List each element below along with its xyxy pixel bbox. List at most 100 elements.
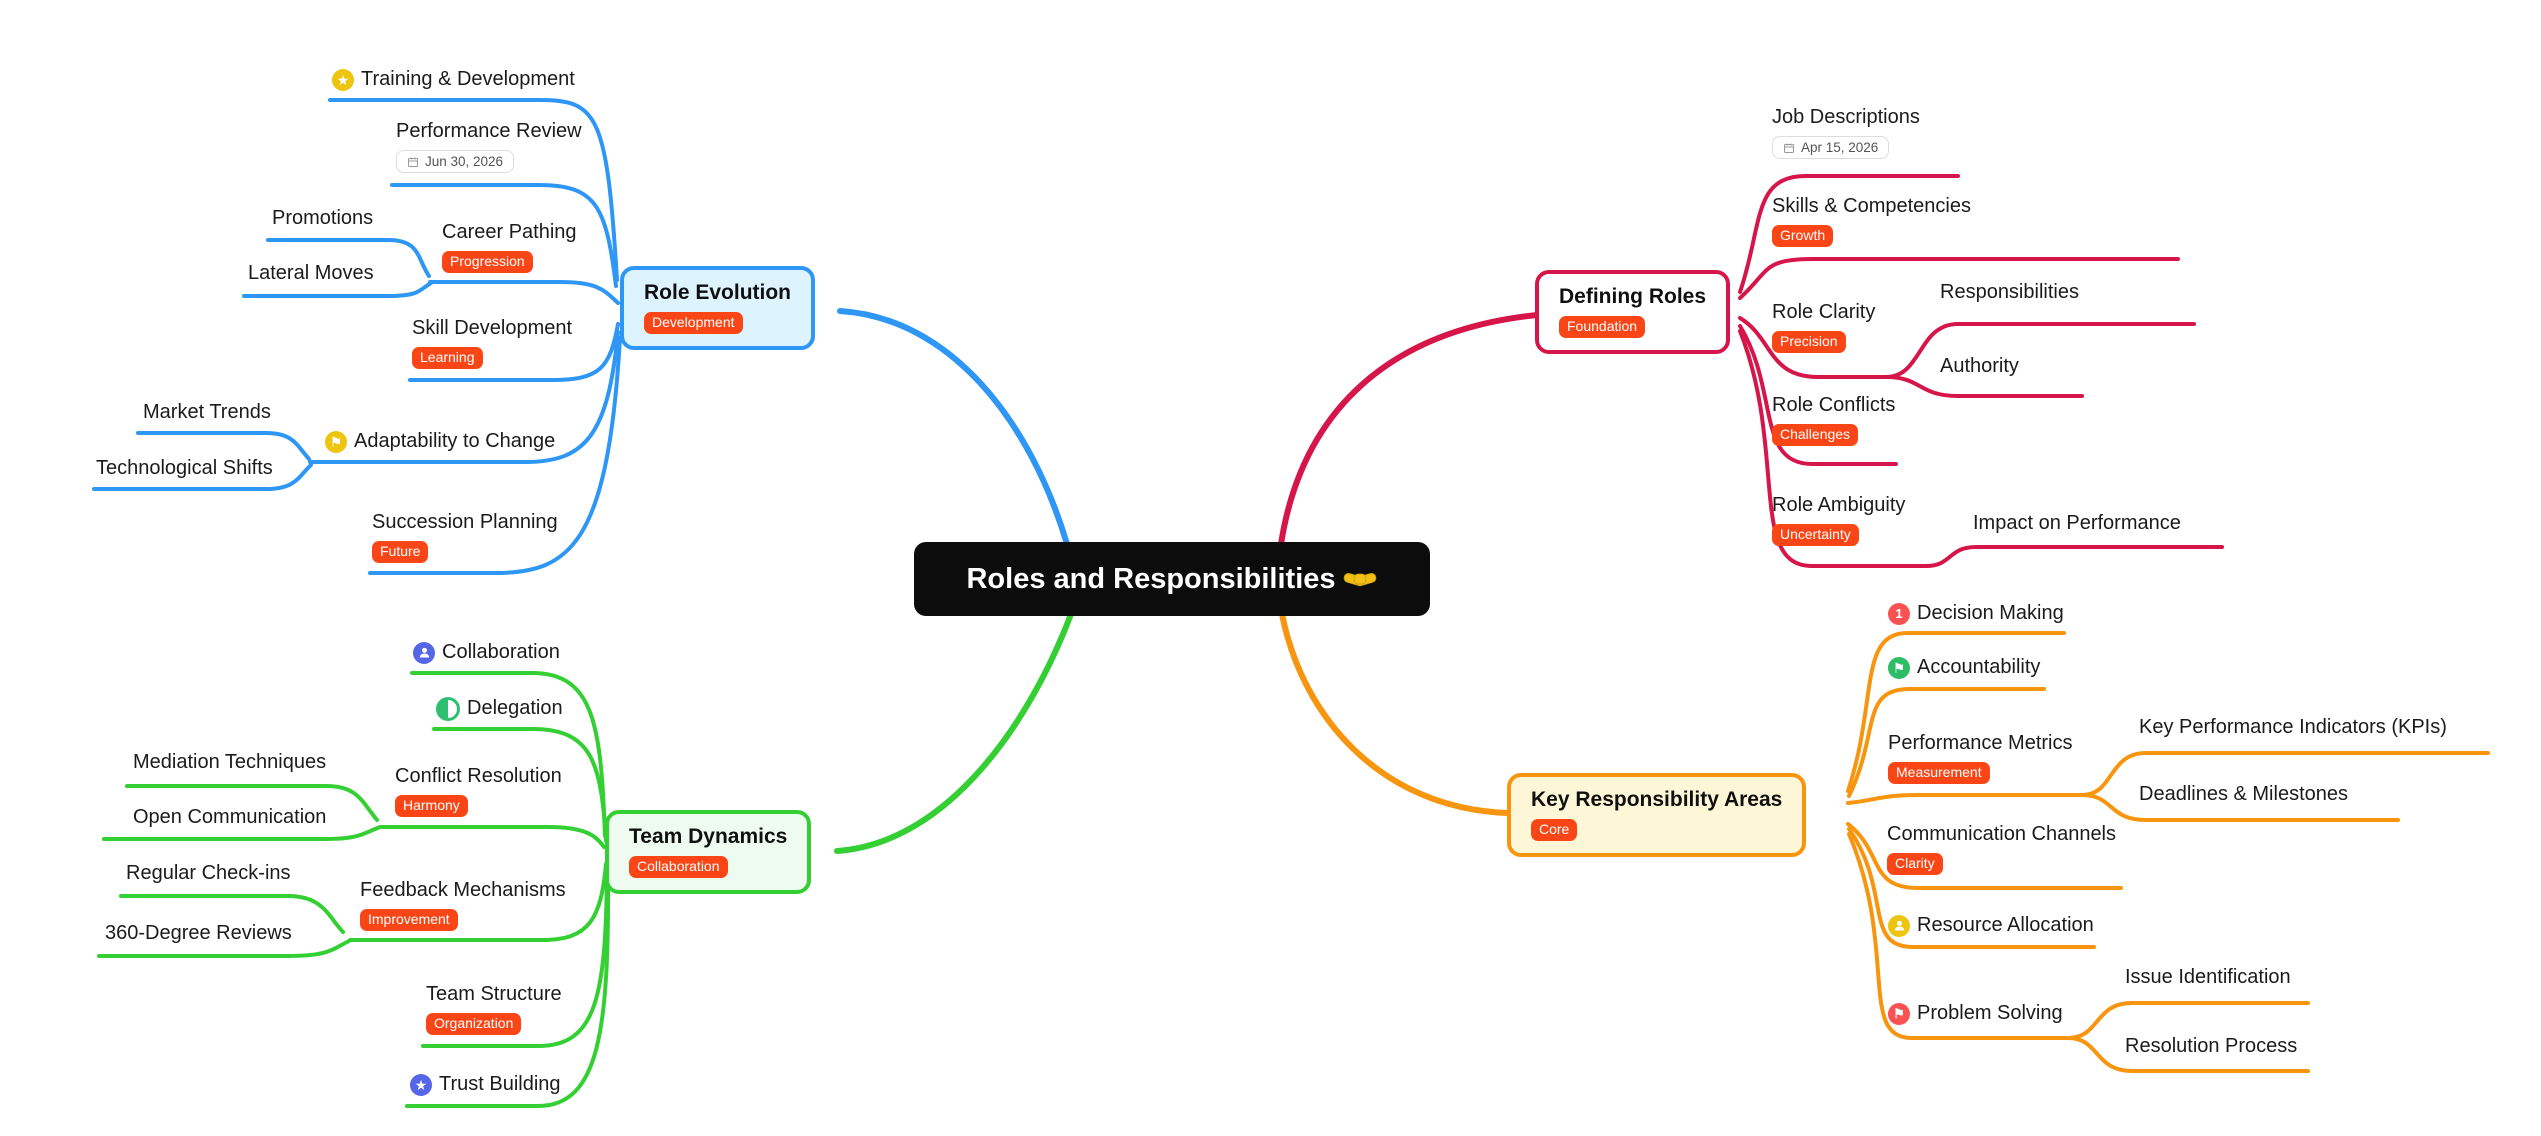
topic-role-clarity[interactable]: Role Clarity Precision — [1772, 300, 1875, 353]
topic-adaptability-to-change[interactable]: ⚑ Adaptability to Change — [325, 429, 555, 454]
topic-authority[interactable]: Authority — [1940, 354, 2019, 379]
defining-roles-links — [1278, 174, 2224, 568]
branch-title: Team Dynamics — [629, 825, 788, 848]
topic-label: Problem Solving — [1917, 1002, 2063, 1024]
central-topic[interactable]: Roles and Responsibilities — [914, 542, 1430, 616]
topic-label: Role Ambiguity — [1772, 494, 1906, 516]
topic-issue-identification[interactable]: Issue Identification — [2125, 965, 2291, 990]
branch-title: Role Evolution — [644, 281, 791, 304]
topic-label: Job Descriptions — [1772, 106, 1920, 128]
topic-label: Technological Shifts — [96, 457, 273, 479]
topic-label: Market Trends — [143, 401, 271, 423]
tag-badge: Organization — [426, 1013, 522, 1035]
topic-performance-review[interactable]: Performance Review Jun 30, 2026 — [396, 119, 582, 173]
central-title: Roles and Responsibilities — [966, 562, 1336, 595]
topic-label: Key Performance Indicators (KPIs) — [2139, 716, 2447, 738]
topic-label: Mediation Techniques — [133, 751, 327, 773]
handshake-icon — [1343, 573, 1376, 587]
branch-defining-roles[interactable]: Defining Roles Foundation — [1535, 270, 1731, 354]
topic-performance-metrics[interactable]: Performance Metrics Measurement — [1888, 731, 2073, 784]
topic-label: Decision Making — [1917, 602, 2064, 624]
branch-badge: Core — [1531, 819, 1578, 841]
topic-label: Lateral Moves — [248, 262, 374, 284]
topic-label: Impact on Performance — [1973, 512, 2181, 534]
tag-badge: Measurement — [1888, 762, 1990, 784]
topic-label: Authority — [1940, 355, 2019, 377]
topic-skill-development[interactable]: Skill Development Learning — [412, 316, 572, 369]
tag-badge: Future — [372, 541, 429, 563]
topic-label: Accountability — [1917, 656, 2041, 678]
topic-label: Role Conflicts — [1772, 394, 1896, 416]
topic-technological-shifts[interactable]: Technological Shifts — [96, 456, 273, 481]
due-date-badge: Jun 30, 2026 — [396, 150, 515, 173]
topic-conflict-resolution[interactable]: Conflict Resolution Harmony — [395, 764, 562, 817]
topic-team-structure[interactable]: Team Structure Organization — [426, 982, 562, 1035]
branch-badge: Development — [644, 312, 743, 334]
half-circle-icon — [436, 696, 460, 721]
topic-delegation[interactable]: Delegation — [436, 696, 563, 721]
topic-collaboration[interactable]: Collaboration — [413, 640, 560, 665]
topic-label: Role Clarity — [1772, 301, 1876, 323]
topic-succession-planning[interactable]: Succession Planning Future — [372, 510, 558, 563]
topic-decision-making[interactable]: 1 Decision Making — [1888, 601, 2064, 626]
person-icon — [1888, 914, 1910, 937]
flag-icon: ⚑ — [1888, 656, 1910, 679]
topic-label: Promotions — [272, 207, 374, 229]
topic-label: Conflict Resolution — [395, 765, 562, 787]
topic-accountability[interactable]: ⚑ Accountability — [1888, 655, 2040, 680]
topic-responsibilities[interactable]: Responsibilities — [1940, 280, 2079, 305]
branch-badge: Foundation — [1559, 316, 1646, 338]
topic-problem-solving[interactable]: ⚑ Problem Solving — [1888, 1001, 2063, 1026]
topic-communication-channels[interactable]: Communication Channels Clarity — [1887, 822, 2116, 875]
topic-resolution-process[interactable]: Resolution Process — [2125, 1034, 2297, 1059]
topic-deadlines-milestones[interactable]: Deadlines & Milestones — [2139, 782, 2348, 807]
branch-title: Defining Roles — [1559, 285, 1707, 308]
flag-icon: ⚑ — [325, 430, 347, 453]
topic-label: Feedback Mechanisms — [360, 879, 566, 901]
topic-label: Team Structure — [426, 983, 562, 1005]
topic-label: Performance Metrics — [1888, 732, 2073, 754]
tag-badge: Improvement — [360, 909, 458, 931]
topic-role-conflicts[interactable]: Role Conflicts Challenges — [1772, 393, 1895, 446]
topic-resource-allocation[interactable]: Resource Allocation — [1888, 913, 2094, 938]
due-date-text: Jun 30, 2026 — [425, 154, 504, 169]
key-responsibility-links — [1279, 611, 2490, 1073]
topic-label: Career Pathing — [442, 221, 577, 243]
due-date-text: Apr 15, 2026 — [1801, 140, 1879, 155]
topic-open-communication[interactable]: Open Communication — [133, 805, 326, 830]
topic-label: Collaboration — [442, 641, 560, 663]
calendar-icon — [408, 157, 418, 167]
tag-badge: Clarity — [1887, 853, 1943, 875]
topic-mediation-techniques[interactable]: Mediation Techniques — [133, 750, 326, 775]
topic-feedback-mechanisms[interactable]: Feedback Mechanisms Improvement — [360, 878, 566, 931]
topic-training-development[interactable]: ★ Training & Development — [332, 67, 575, 92]
topic-regular-check-ins[interactable]: Regular Check-ins — [126, 861, 291, 886]
topic-label: Skill Development — [412, 317, 573, 339]
topic-trust-building[interactable]: ★ Trust Building — [410, 1072, 561, 1097]
star-icon: ★ — [332, 68, 354, 91]
topic-skills-competencies[interactable]: Skills & Competencies Growth — [1772, 194, 1971, 247]
topic-role-ambiguity[interactable]: Role Ambiguity Uncertainty — [1772, 493, 1905, 546]
topic-360-degree-reviews[interactable]: 360-Degree Reviews — [105, 921, 292, 946]
topic-label: Performance Review — [396, 120, 582, 142]
tag-badge: Precision — [1772, 331, 1846, 353]
topic-impact-on-performance[interactable]: Impact on Performance — [1973, 511, 2181, 536]
topic-promotions[interactable]: Promotions — [272, 206, 373, 231]
due-date-badge: Apr 15, 2026 — [1772, 136, 1890, 159]
topic-career-pathing[interactable]: Career Pathing Progression — [442, 220, 577, 273]
topic-label: Training & Development — [361, 68, 575, 90]
topic-lateral-moves[interactable]: Lateral Moves — [248, 261, 374, 286]
topic-kpis[interactable]: Key Performance Indicators (KPIs) — [2139, 715, 2447, 740]
team-dynamics-links — [97, 611, 1074, 1108]
tag-badge: Progression — [442, 251, 533, 273]
branch-role-evolution[interactable]: Role Evolution Development — [620, 266, 815, 350]
branch-key-responsibility-areas[interactable]: Key Responsibility Areas Core — [1507, 773, 1807, 857]
topic-market-trends[interactable]: Market Trends — [143, 400, 271, 425]
topic-label: Succession Planning — [372, 511, 558, 533]
topic-label: Issue Identification — [2125, 966, 2291, 988]
star-icon: ★ — [410, 1073, 432, 1096]
topic-job-descriptions[interactable]: Job Descriptions Apr 15, 2026 — [1772, 105, 1920, 159]
tag-badge: Harmony — [395, 795, 468, 817]
number-1-icon: 1 — [1888, 602, 1910, 625]
branch-team-dynamics[interactable]: Team Dynamics Collaboration — [605, 810, 812, 894]
